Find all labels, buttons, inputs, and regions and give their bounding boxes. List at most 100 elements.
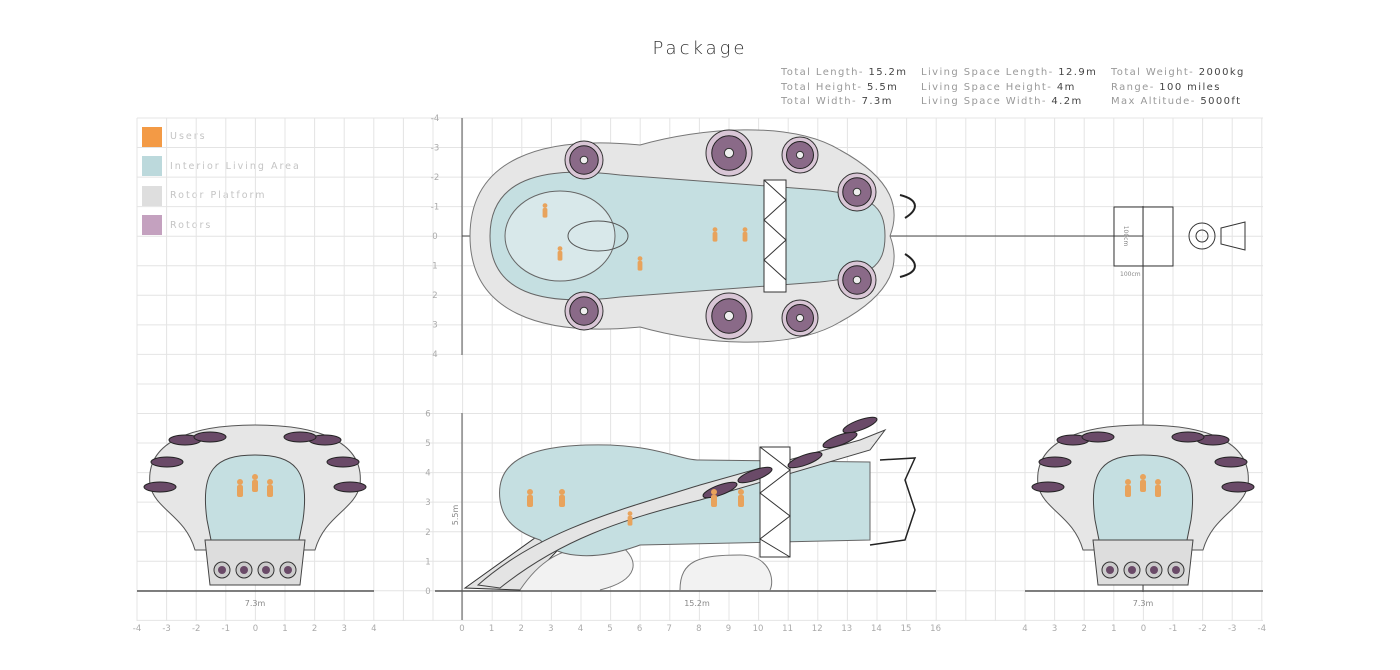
tick-label: 7	[666, 624, 671, 634]
tick-label: 1	[282, 624, 287, 634]
projection-symbol-circle-outer	[1188, 222, 1216, 250]
user-body	[527, 495, 533, 507]
console-plan	[567, 220, 629, 252]
landing-skids-side	[519, 544, 773, 591]
rotor	[737, 466, 773, 484]
tick-label: 0	[425, 587, 430, 597]
tick-label: 0	[459, 624, 464, 634]
rotor	[787, 451, 823, 469]
rotor	[143, 481, 177, 493]
thruster-core	[262, 566, 270, 574]
user-body	[742, 232, 748, 242]
spec-key: Living Space Width-	[921, 96, 1047, 107]
rotor	[822, 431, 858, 449]
spec-value: 7.3m	[861, 96, 893, 107]
legend-swatch	[142, 185, 162, 206]
tick-label: 4	[578, 624, 583, 634]
rotor	[1038, 456, 1072, 468]
tick-label: -3	[431, 144, 439, 154]
dimension-labels: 7.3m 15.2m 7.3m 5.5m 100cm 100cm	[245, 226, 1154, 608]
user-body	[738, 495, 744, 507]
rotor	[326, 456, 360, 468]
tick-label: -2	[1198, 624, 1206, 634]
tick-label: 1	[1111, 624, 1116, 634]
thruster-core	[240, 566, 248, 574]
front-left-width-label: 7.3m	[245, 599, 266, 608]
user-body	[237, 485, 243, 497]
tick-label: 6	[425, 409, 430, 419]
user-body	[559, 495, 565, 507]
plan-rotors	[564, 129, 877, 340]
spec-key: Max Altitude-	[1111, 96, 1196, 107]
scale-width-label: 100cm	[1120, 271, 1141, 278]
tick-label: 2	[425, 528, 430, 538]
spec-value: 15.2m	[868, 67, 908, 78]
tick-label: 1	[425, 557, 430, 567]
base-front	[204, 539, 306, 586]
projection-symbol-cone	[1220, 221, 1246, 251]
user-body	[627, 516, 633, 526]
user	[542, 203, 548, 209]
rotor-hub	[852, 275, 862, 285]
user	[711, 489, 717, 495]
front-right-width-label: 7.3m	[1133, 599, 1154, 608]
truss-side	[759, 446, 791, 558]
spec-value: 12.9m	[1058, 67, 1098, 78]
tick-label: -3	[1228, 624, 1236, 634]
user-body	[712, 232, 718, 242]
tick-label: -4	[1258, 624, 1266, 634]
spec-key: Total Weight-	[1111, 67, 1195, 78]
truss-plan	[763, 179, 787, 293]
tick-label: 4	[1022, 624, 1027, 634]
rotor-hub	[579, 306, 589, 316]
base-front	[1092, 539, 1194, 586]
spec-value: 4m	[1056, 81, 1076, 93]
legend-label: Interior Living Area	[170, 160, 301, 172]
spec-item: Living Space Length- 12.9m	[921, 66, 1111, 81]
user	[237, 479, 243, 485]
spec-value: 100 miles	[1159, 81, 1221, 93]
tick-label: -4	[431, 114, 439, 124]
rotor	[1081, 431, 1115, 443]
tick-label: 1	[432, 262, 437, 272]
tick-label: 0	[253, 624, 258, 634]
tick-label: 16	[930, 624, 941, 634]
user-body	[1155, 485, 1161, 497]
rotor-hub	[852, 187, 862, 197]
spec-item: Total Weight- 2000kg	[1111, 66, 1245, 81]
user	[1140, 474, 1146, 480]
rotor	[1031, 481, 1065, 493]
rotor	[193, 431, 227, 443]
tick-label: 14	[871, 624, 882, 634]
rotor-hub	[795, 313, 805, 323]
user-body	[1140, 480, 1146, 492]
thruster-core	[284, 566, 292, 574]
rotor-hub	[795, 150, 805, 160]
tick-label: -3	[162, 624, 170, 634]
user	[1155, 479, 1161, 485]
user-body	[542, 208, 548, 218]
rotor	[150, 456, 184, 468]
tick-label: 9	[726, 624, 731, 634]
living-area-front	[1092, 454, 1194, 561]
tick-label: -4	[133, 624, 141, 634]
tick-label: 3	[432, 321, 437, 331]
user	[712, 227, 718, 233]
spec-item: Range- 100 miles	[1111, 81, 1221, 96]
thruster-core	[218, 566, 226, 574]
rotor	[1171, 431, 1205, 443]
user	[742, 227, 748, 233]
legend-item: Users	[142, 122, 301, 152]
tail-fins-plan	[899, 194, 916, 278]
tick-label: 3	[548, 624, 553, 634]
user-body	[711, 495, 717, 507]
user-body	[252, 480, 258, 492]
thruster-core	[1128, 566, 1136, 574]
tick-label: 2	[518, 624, 523, 634]
side-length-label: 15.2m	[684, 599, 710, 608]
rotor-hub	[579, 155, 589, 165]
